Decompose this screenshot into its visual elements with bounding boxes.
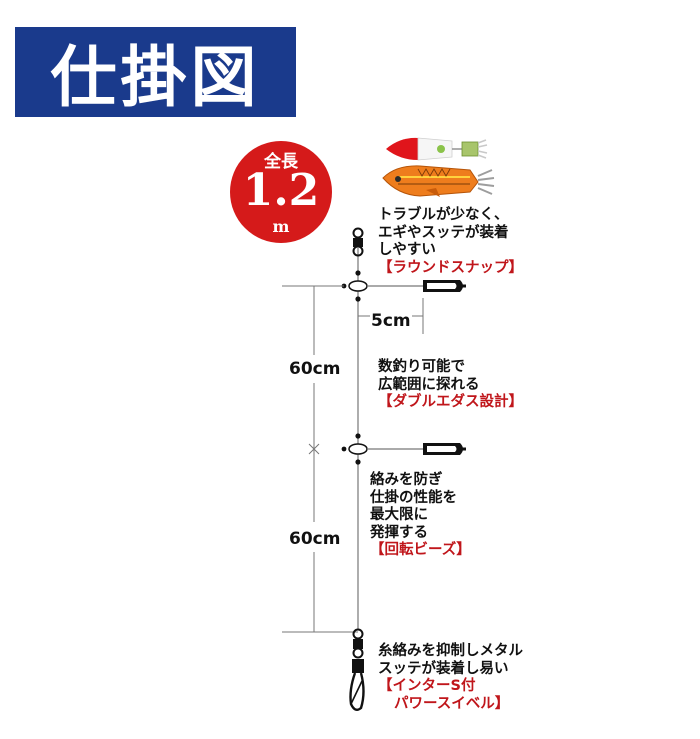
feature-round-snap: 【ラウンドスナップ】 [378,259,523,276]
lower-spacing-label: 60cm [288,529,342,549]
lower-dropper [341,433,466,465]
top-swivel-icon [352,227,364,257]
note-double-dropper: 数釣り可能で 広範囲に探れる 【ダブルエダス設計】 [378,359,523,412]
squid-jig-icon [386,137,488,161]
feature-swivel: 【インターS付 [378,678,476,694]
note-line: 糸絡みを抑制しメタル [378,643,523,659]
note-line: 発揮する [370,524,428,541]
note-line: 数釣り可能で [378,359,465,375]
note-round-snap: トラブルが少なく、 エギやスッテが装着 しやすい 【ラウンドスナップ】 [378,207,523,277]
feature-double-dropper: 【ダブルエダス設計】 [378,394,523,410]
feature-rotating-beads: 【回転ビーズ】 [370,542,471,558]
note-line: スッテが装着し易い [378,660,509,677]
round-snap-icon [423,280,466,292]
note-line: 絡みを防ぎ [370,472,443,488]
dimension-lines [282,285,358,633]
egi-lure-icon [382,165,495,197]
diagram-title: 仕掛図 [15,27,296,117]
note-line: しやすい [378,242,436,258]
total-length-label: 全長 [264,152,298,172]
note-line: エギやスッテが装着 [378,224,509,241]
total-length-value: 1.2 [242,165,320,216]
upper-spacing-label: 60cm [288,359,342,379]
note-line: 広範囲に探れる [378,376,480,393]
swivel-icon [349,628,365,711]
note-line: トラブルが少なく、 [378,207,509,223]
feature-swivel-cont: パワースイベル】 [394,695,510,712]
note-line: 仕掛の性能を [370,489,457,506]
round-snap-icon [423,443,466,455]
total-length-unit: m [272,217,290,236]
note-line: 最大限に [370,507,428,523]
upper-dropper [341,270,466,334]
note-swivel: 糸絡みを抑制しメタル スッテが装着し易い 【インターS付 パワースイベル】 [378,643,523,713]
dropper-length-label: 5cm [370,311,412,331]
note-rotating-beads: 絡みを防ぎ 仕掛の性能を 最大限に 発揮する 【回転ビーズ】 [370,472,471,560]
total-length-badge: 全長 1.2 m [230,141,332,243]
